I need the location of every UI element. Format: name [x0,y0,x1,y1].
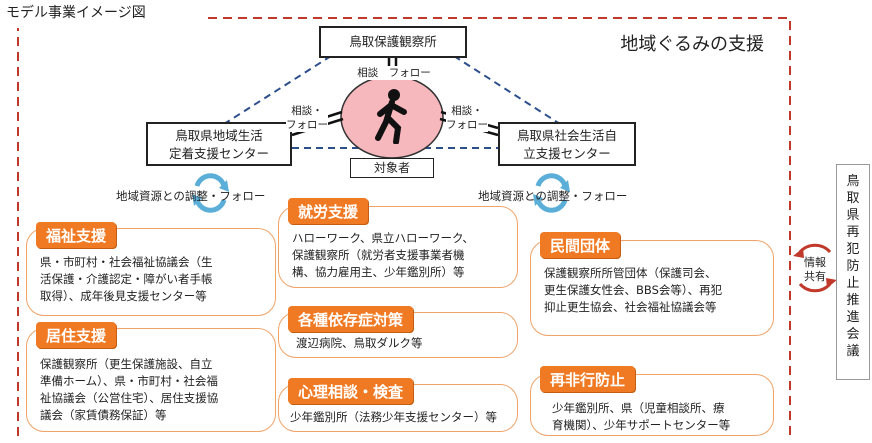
dashed-frame [17,17,791,436]
addiction-line: 渡辺病院、鳥取ダルク等 [296,336,423,350]
council-char: 進 [846,310,860,325]
housing-line: 保護観察所（更生保護施設、自立 [40,357,213,371]
link-right-label-line1: 相談・ [451,105,483,117]
psych-counseling-title: 心理相談・検査 [288,378,414,404]
resource-coordination-right: 地域資源との調整・フォロー [478,189,628,203]
link-top-label: 相談 フォロー [352,66,436,80]
welfare-support-title: 福祉支援 [36,222,117,248]
council-char: 会 [846,327,860,342]
employment-support-title: 就労支援 [288,198,369,224]
link-right-label: 相談・ フォロー [446,104,488,132]
settlement-support-center-line1: 鳥取県地域生活 [175,128,263,143]
private-line: 抑止更生協会、社会福祉協議会等 [544,300,717,314]
welfare-line: 県・市町村・社会福祉協議会（生 [40,255,213,269]
counseling-line: 少年鑑別所（法務少年支援センター）等 [290,410,497,424]
housing-line: 祉協議会（公営住宅）、居住支援協 [40,391,219,405]
settlement-support-center-box: 鳥取県地域生活 定着支援センター [146,122,292,166]
region-label: 地域ぐるみの支援 [620,34,764,55]
welfare-line: 活保護・介護認定・障がい者手帳 [40,272,213,286]
link-left-label-line2: フォロー [286,119,328,131]
employment-line: ハローワーク、県立ハローワーク、 [292,231,474,245]
recidivism-prevention-council-box: 鳥 取 県 再 犯 防 止 推 進 会 議 [836,164,870,380]
council-char: 取 [846,191,860,206]
cycle-arrows-icon-left [192,173,229,213]
delinquency-prevention-title: 再非行防止 [540,366,636,392]
council-char: 防 [846,259,860,274]
welfare-support-body: 県・市町村・社会福祉協議会（生 活保護・介護認定・障がい者手帳 取得）、成年後見… [40,254,213,305]
housing-support-title: 居住支援 [36,322,117,348]
private-line: 保護観察所所管団体（保護司会、 [544,266,717,280]
private-line: 更生保護女性会、BBS会等）、再犯 [544,283,723,297]
info-share-label: 情報 共有 [801,256,829,284]
council-char: 犯 [846,242,860,257]
council-char: 止 [846,276,860,291]
resource-coordination-left: 地域資源との調整・フォロー [116,189,266,203]
employment-support-body: ハローワーク、県立ハローワーク、 保護観察所（就労者支援事業者機 構、協力雇用主… [292,230,474,281]
council-char: 推 [846,293,860,308]
dashed-link-right [453,55,561,125]
prevention-line: 少年鑑別所、県（児童相談所、療 [552,401,725,415]
employment-support-card [278,206,518,288]
council-char: 鳥 [846,174,860,189]
link-left-label: 相談・ フォロー [286,104,328,132]
council-char: 県 [846,208,860,223]
walking-person-icon [375,89,407,144]
prevention-line: 育機関）、少年サポートセンター等 [552,418,731,432]
housing-line: 準備ホーム）、県・市町村・社会福 [40,374,218,388]
independence-support-center-line2: 立支援センター [523,146,611,161]
settlement-support-center-line2: 定着支援センター [168,146,269,161]
probation-office-label: 鳥取保護観察所 [349,34,437,49]
welfare-line: 取得）、成年後見支援センター等 [40,289,207,303]
delinquency-prevention-body: 少年鑑別所、県（児童相談所、療 育機関）、少年サポートセンター等 [552,400,730,434]
employment-line: 保護観察所（就労者支援事業者機 [292,248,465,262]
private-organizations-title: 民間団体 [540,232,621,258]
employment-line: 構、協力雇用主、少年鑑別所）等 [292,265,465,279]
independence-support-center-box: 鳥取県社会生活自 立支援センター [498,122,636,166]
addiction-measures-title: 各種依存症対策 [288,306,414,332]
target-person-label: 対象者 [350,158,434,178]
housing-support-body: 保護観察所（更生保護施設、自立 準備ホーム）、県・市町村・社会福 祉協議会（公営… [40,356,218,424]
private-organizations-body: 保護観察所所管団体（保護司会、 更生保護女性会、BBS会等）、再犯 抑止更生協会… [544,265,722,316]
council-char: 再 [846,225,860,240]
council-char: 議 [846,344,860,359]
share-arrows-icon [793,243,837,293]
housing-line: 議会（家賃債務保証）等 [40,408,167,422]
link-left-label-line1: 相談・ [291,105,323,117]
link-right-label-line2: フォロー [446,119,488,131]
independence-support-center-line1: 鳥取県社会生活自 [516,128,617,143]
cycle-arrows-icon-right [533,173,570,213]
probation-office-box: 鳥取保護観察所 [319,26,467,58]
page-title: モデル事業イメージ図 [6,5,146,21]
dashed-link-left [223,55,332,125]
info-share-line1: 情報 [804,256,826,269]
info-share-line2: 共有 [804,270,826,283]
psych-counseling-body: 少年鑑別所（法務少年支援センター）等 [290,409,497,426]
addiction-measures-body: 渡辺病院、鳥取ダルク等 [296,335,423,352]
